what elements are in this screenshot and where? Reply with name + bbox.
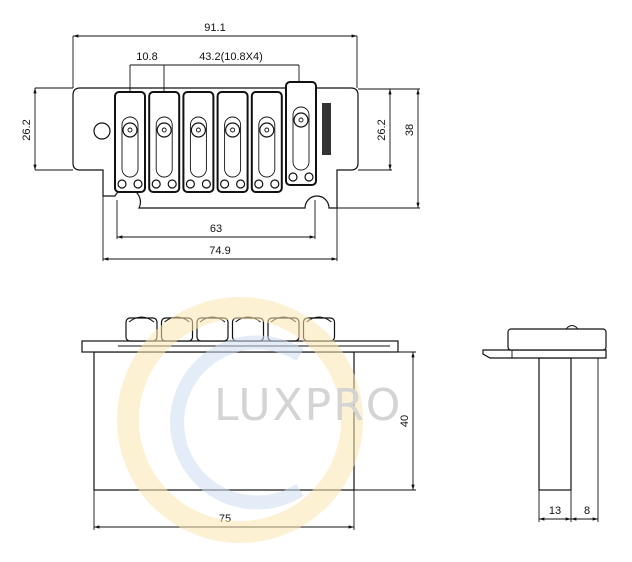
- side-block: [538, 357, 572, 491]
- front-saddle: [267, 316, 300, 342]
- front-saddles: [125, 316, 336, 342]
- saddle: [250, 91, 283, 193]
- front-saddle: [231, 316, 265, 342]
- mounting-hole: [93, 122, 111, 140]
- top-view: 91.1 10.8 43.2(10.8X4) 26.2 26.2 38 63 7…: [21, 22, 420, 261]
- front-saddle: [302, 316, 336, 342]
- saddle: [114, 91, 146, 193]
- dim-overall-width: 91.1: [204, 22, 225, 34]
- saddle: [216, 91, 249, 193]
- dim-depth: 40: [399, 415, 411, 427]
- dim-string-spacing: 10.8: [136, 51, 157, 63]
- dim-total-spacing: 43.2(10.8X4): [199, 51, 263, 63]
- dim-side-block: 13: [549, 505, 561, 517]
- dim-side-offset: 8: [584, 505, 590, 517]
- side-view: 13 8: [482, 325, 607, 522]
- front-saddle: [160, 316, 194, 342]
- side-plate: [482, 349, 607, 359]
- front-view: 40 75: [81, 316, 416, 530]
- front-saddle: [125, 316, 158, 342]
- side-saddle: [507, 328, 607, 351]
- dim-left-height: 26.2: [21, 119, 33, 140]
- dim-front-width: 75: [219, 513, 231, 525]
- saddle: [285, 81, 317, 186]
- saddle: [182, 91, 215, 193]
- dim-screw-spacing: 63: [210, 223, 222, 235]
- dim-right-height: 26.2: [376, 119, 388, 140]
- front-saddle: [196, 316, 229, 342]
- sustain-block: [93, 351, 355, 491]
- dim-base-width: 74.9: [209, 245, 230, 257]
- saddle: [148, 91, 181, 193]
- dim-total-height: 38: [404, 124, 416, 136]
- brand-logo: [322, 103, 331, 155]
- front-plate: [81, 340, 399, 353]
